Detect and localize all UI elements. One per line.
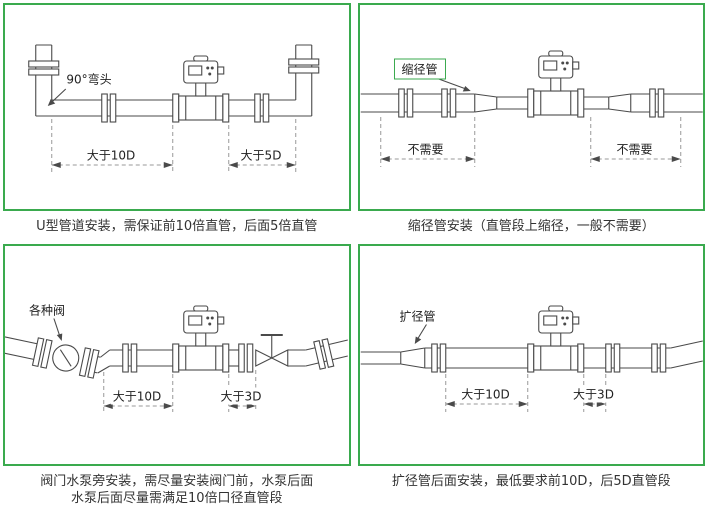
reducer-tag: 缩径管 bbox=[393, 58, 446, 80]
panel-expander: 扩径管 大于10D 大于3D 扩径管后面安装，最低要求前10D，后5D直管段 bbox=[357, 243, 705, 506]
reducer-diagram-box: 缩径管 不需要 不需要 bbox=[357, 3, 705, 211]
expander-icon bbox=[399, 347, 425, 369]
u-pipe-diagram bbox=[28, 44, 320, 173]
pipe-shape bbox=[97, 339, 348, 374]
flowmeter-icon bbox=[526, 50, 584, 118]
reducer-caption: 缩径管安装（直管段上缩径，一般不需要） bbox=[407, 219, 655, 234]
flange-pair-icon bbox=[254, 93, 270, 123]
flange-pair-icon bbox=[397, 88, 413, 118]
dimension-lines bbox=[103, 369, 257, 412]
dim-label-10d: 大于10D bbox=[110, 387, 164, 405]
valves-caption: 阀门水泵旁安装，需尽量安装阀门前，水泵后面 水泵后面尽量需满足10倍口径直管段 bbox=[40, 473, 314, 506]
flange-pair-icon bbox=[101, 93, 117, 123]
dimension-lines bbox=[379, 117, 681, 167]
not-needed-label-right: 不需要 bbox=[614, 140, 655, 158]
flowmeter-icon bbox=[172, 305, 230, 373]
elbow-label: 90°弯头 bbox=[64, 70, 114, 88]
flange-pair-icon bbox=[648, 88, 664, 118]
flange-pair-icon bbox=[440, 88, 456, 118]
dim-label-10d: 大于10D bbox=[84, 146, 138, 164]
valves-diagram-box: 各种阀 大于10D 大于3D bbox=[3, 243, 351, 466]
valves-tag: 各种阀 bbox=[26, 301, 68, 319]
flange-icon bbox=[28, 60, 60, 68]
expander-diagram-box: 扩径管 大于10D 大于3D bbox=[357, 243, 705, 466]
panel-u-pipe: 90°弯头 大于10D 大于5D U型管道安装，需保证前10倍直管，后面5倍直管 bbox=[3, 3, 351, 244]
dim-label-5d: 大于5D bbox=[238, 146, 284, 164]
expander-pointer-arrow bbox=[414, 323, 427, 344]
elbow-pointer-arrow bbox=[47, 88, 67, 106]
not-needed-label-left: 不需要 bbox=[405, 140, 446, 158]
ball-valve-icon bbox=[5, 332, 101, 379]
reducer-icon bbox=[473, 93, 497, 113]
panel-reducer: 缩径管 不需要 不需要 缩径管安装（直管段上缩径，一般不需要） bbox=[357, 3, 705, 244]
valve-pointer-arrow bbox=[53, 317, 63, 341]
reducer-pointer-arrow bbox=[438, 78, 471, 92]
dimension-lines bbox=[444, 373, 606, 412]
dim-label-10d: 大于10D bbox=[459, 385, 512, 403]
u-pipe-shape bbox=[28, 44, 320, 117]
u-pipe-diagram-box: 90°弯头 大于10D 大于5D bbox=[3, 3, 351, 211]
panel-valves: 各种阀 大于10D 大于3D 阀门水泵旁安装，需尽量安装阀门前，水泵后面 水泵后… bbox=[3, 243, 351, 506]
flange-pair-icon bbox=[122, 343, 138, 373]
dim-label-3d: 大于3D bbox=[571, 385, 616, 403]
flange-icon bbox=[288, 66, 320, 74]
flowmeter-icon bbox=[172, 55, 230, 123]
flange-icon bbox=[28, 68, 60, 76]
dim-label-3d: 大于3D bbox=[218, 387, 264, 405]
valves-diagram bbox=[5, 305, 348, 412]
expander-tag: 扩径管 bbox=[397, 307, 438, 325]
expander-icon bbox=[607, 93, 631, 113]
flange-icon bbox=[288, 58, 320, 66]
expander-diagram bbox=[360, 305, 703, 412]
reducer-diagram bbox=[360, 50, 703, 167]
flowmeter-icon bbox=[526, 305, 584, 373]
flange-pair-icon bbox=[313, 338, 335, 370]
flange-pair-icon bbox=[238, 343, 254, 373]
expander-caption: 扩径管后面安装，最低要求前10D，后5D直管段 bbox=[391, 473, 671, 489]
u-pipe-caption: U型管道安装，需保证前10倍直管，后面5倍直管 bbox=[36, 219, 318, 234]
dimension-lines bbox=[51, 119, 297, 173]
gate-valve-icon bbox=[255, 333, 289, 367]
